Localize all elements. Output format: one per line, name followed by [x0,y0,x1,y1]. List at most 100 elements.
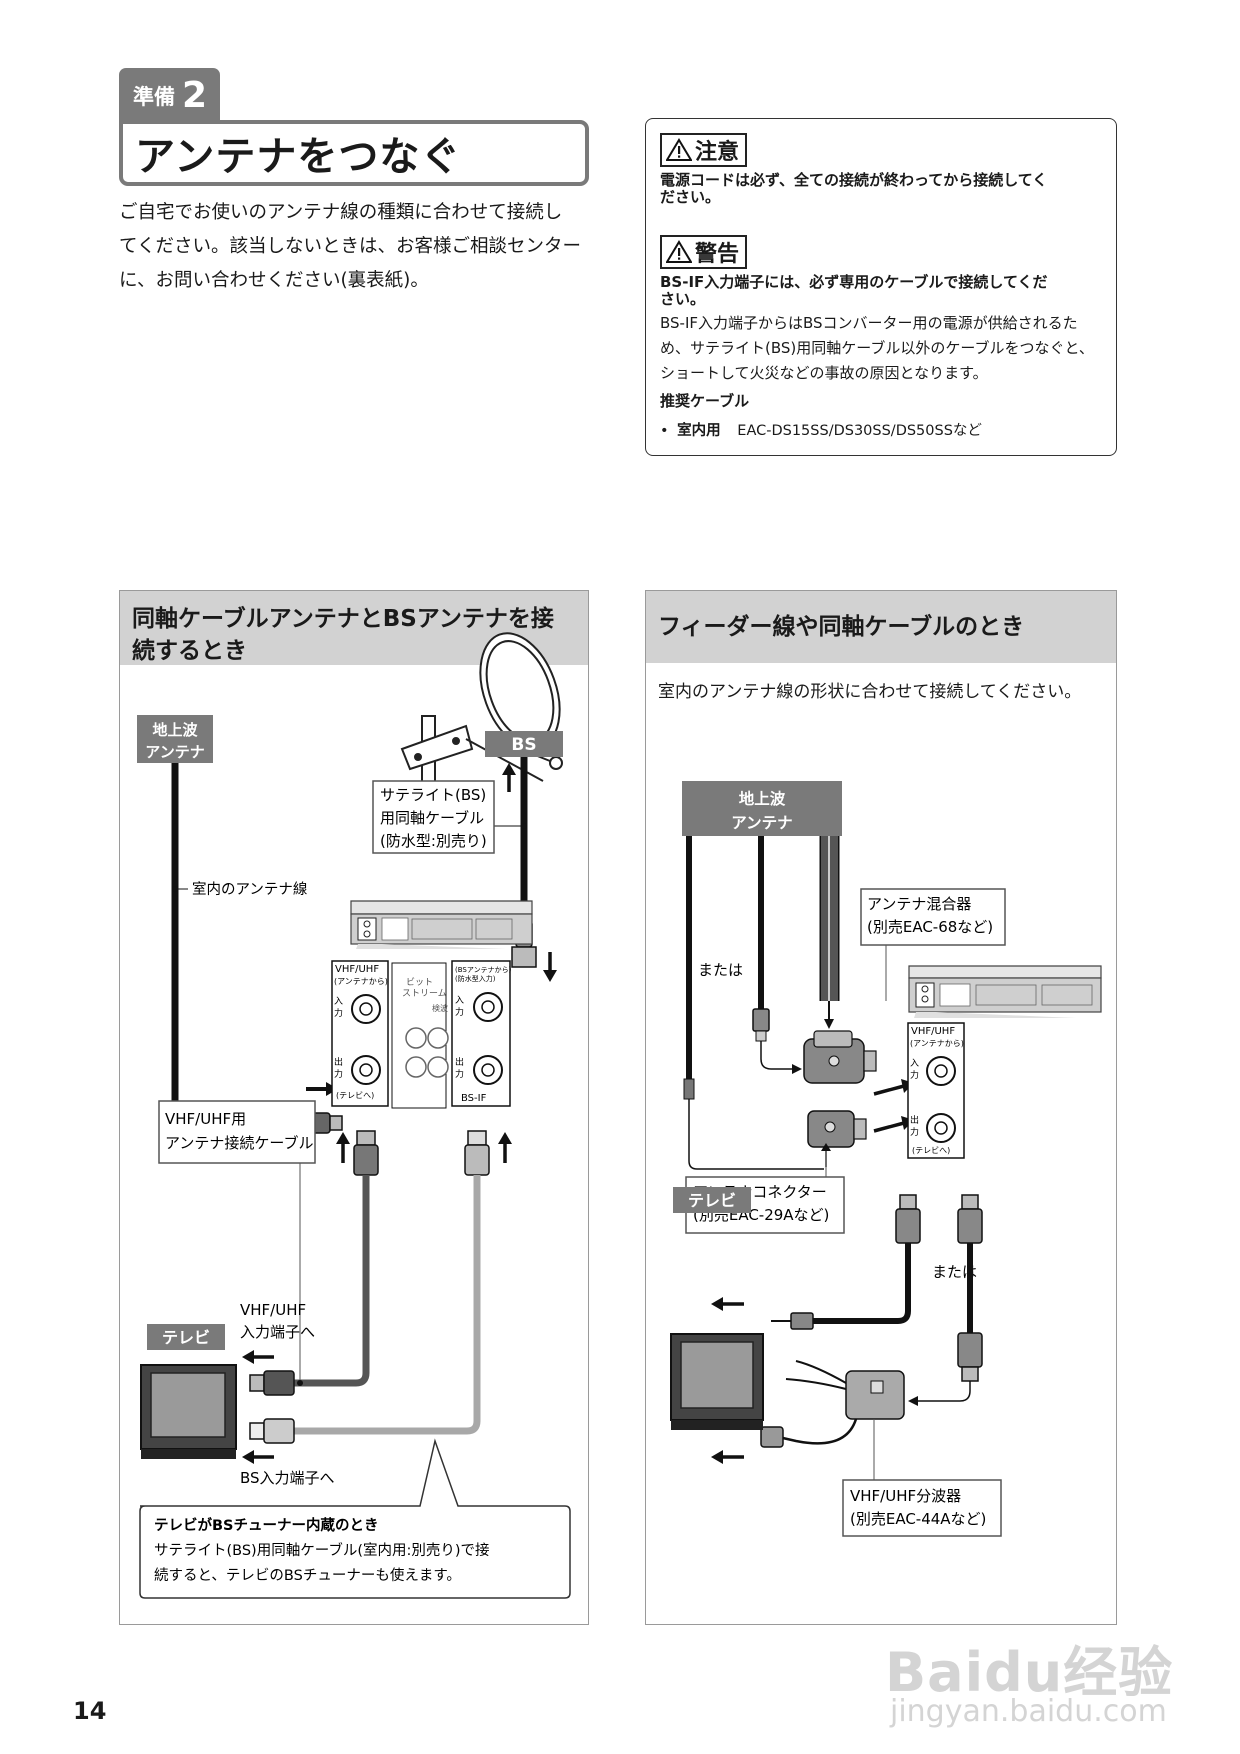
bs-from-label: (BSアンテナから) [455,966,512,974]
warning-label: 警告 [695,242,740,267]
tv-vhf-input-line: VHF/UHF [240,1301,306,1319]
intro-line: ご自宅でお使いのアンテナ線の種類に合わせて接続し [119,202,563,223]
tv-label-bg [147,1324,225,1350]
note-body-line: サテライト(BS)用同軸ケーブル(室内用:別売り)で接 [154,1541,490,1559]
caution-label: 注意 [695,140,740,165]
vhf-cable-line: VHF/UHF用 [165,1110,246,1128]
input-char: 力 [910,1069,919,1081]
to-tv-label: (テレビへ) [912,1146,950,1155]
cable-item: • 室内用 EAC-DS15SS/DS30SS/DS50SSなど [660,419,982,440]
or-label: または [932,1263,977,1281]
output-char: 出 [455,1056,464,1068]
vhf-cable-line: アンテナ接続ケーブル [165,1134,314,1152]
warning-bold-text: BS-IF入力端子には、必ず専用のケーブルで接続してくだ さい。 [660,274,1048,308]
page-number: 14 [73,1697,107,1725]
warning-triangle-icon [666,240,692,263]
step-tab: 準備 2 [119,68,220,120]
output-char: 力 [910,1126,919,1138]
mixer-line: アンテナ混合器 [867,895,971,913]
vhf-uhf-label: VHF/UHF [911,1026,955,1037]
f-plug-icon [752,1008,770,1042]
from-antenna-label: (アンテナから) [334,977,388,986]
mixer-line: (別売EAC-68など) [867,918,993,936]
tv-label: テレビ [688,1191,736,1210]
satellite-cable-line: 用同軸ケーブル [380,809,484,827]
f-plug-icon [353,1130,379,1176]
indoor-antenna-cable [171,763,300,1127]
f-plug-icon [957,1194,983,1244]
warning-body-line: ショートして火災などの事故の原因となります。 [660,364,988,382]
intro-line: に、お問い合わせください(裏表紙)。 [119,270,429,291]
bitstream-label: ビット [406,977,433,988]
vhf-uhf-label: VHF/UHF [335,964,379,975]
arrow-right-icon [873,1084,905,1096]
intro-text: ご自宅でお使いのアンテナ線の種類に合わせて接続し てください。該当しないときは、… [119,196,599,298]
tv-label-bg [673,1187,751,1213]
bitstream-label: ストリーム [402,988,447,999]
terrestrial-label-line: 地上波 [739,789,786,808]
f-plug-icon [957,1332,983,1382]
f-plug-icon [771,1312,814,1330]
direct-tv-cable [811,1243,911,1324]
warning-body-line: め、サテライト(BS)用同軸ケーブル以外のケーブルをつなぐと、 [660,339,1094,357]
vhf-uhf-terminal [907,1022,965,1159]
step-number: 2 [182,75,208,116]
terrestrial-label-bg [682,781,842,836]
note-title: テレビがBSチューナー内蔵のとき [154,1516,379,1534]
terrestrial-label-bg [137,715,213,763]
arrow-right-icon [873,1121,905,1133]
bullet: • [660,423,669,439]
input-char: 力 [334,1007,343,1019]
cable-models: EAC-DS15SS/DS30SS/DS50SSなど [737,423,982,439]
bs-if-label: BS-IF [461,1093,487,1104]
coax-bs-panel-heading: 同軸ケーブルアンテナとBSアンテナを接 続するとき [120,591,588,665]
input-char: 力 [455,1006,464,1018]
output-char: 出 [334,1056,343,1068]
f-plug-icon [249,1418,295,1444]
caution-text-line: 電源コードは必ず、全ての接続が終わってから接続してく [660,171,1048,189]
tuner-note-bubble [139,1438,571,1599]
warning-label-box: 警告 [660,235,748,269]
satellite-cable-line: (防水型:別売り) [380,832,487,850]
detect-label: 検波 [432,1003,448,1013]
f-plug-icon [895,1194,921,1244]
or-label: または [698,961,743,979]
heading-line: 続するとき [132,638,247,664]
splitter-line: (別売EAC-44Aなど) [850,1510,986,1528]
from-antenna-label: (アンテナから) [910,1039,964,1048]
splitter-callout [842,1479,1002,1537]
intro-line: てください。該当しないときは、お客様ご相談センター [119,236,581,257]
to-tv-label: (テレビへ) [336,1091,374,1100]
tv-bs-input-label: BS入力端子へ [240,1469,335,1487]
bs-label-bg [485,731,563,757]
page-title: アンテナをつなぐ [135,134,462,180]
note-body-line: 続すると、テレビのBSチューナーも使えます。 [154,1567,461,1584]
terrestrial-label-line: アンテナ [731,814,792,832]
output-char: 力 [455,1068,464,1080]
f-plug-icon [249,1370,295,1396]
splitter-line: VHF/UHF分波器 [850,1487,961,1505]
recorder-icon [350,900,533,949]
indoor-line-label: 室内のアンテナ線 [192,881,307,898]
input-char: 入 [910,1058,919,1069]
input-char: 入 [455,995,464,1006]
f-plug-icon [464,1130,490,1176]
cable-heading: 推奨ケーブル [660,392,750,410]
coax-bs-panel: 同軸ケーブルアンテナとBSアンテナを接 続するとき 地上波 アンテナ BS 室内… [119,590,589,1625]
antenna-connector-device [807,1110,867,1148]
feeder-intro: 室内のアンテナ線の形状に合わせて接続してください。 [658,682,1082,702]
coax-bs-diagram: 地上波 アンテナ BS 室内のアンテナ線 サテライト(BS) 用同軸ケーブル (… [137,632,571,1599]
output-char: 出 [910,1114,919,1126]
warning-body-line: BS-IF入力端子からはBSコンバーター用の電源が供給されるた [660,314,1078,332]
input-char: 入 [334,996,343,1007]
tv-vhf-input-line: 入力端子へ [240,1323,315,1341]
feeder-coax-panel: フィーダー線や同軸ケーブルのとき 室内のアンテナ線の形状に合わせて接続してくださ… [645,590,1117,1625]
warning-bold-line: さい。 [660,290,706,308]
warning-bold-line: BS-IF入力端子には、必ず専用のケーブルで接続してくだ [660,273,1048,291]
watermark: Baidu经验 [885,1641,1174,1704]
satellite-cable-line: サテライト(BS) [380,786,486,804]
feeder-coax-panel-heading: フィーダー線や同軸ケーブルのとき [646,591,1116,663]
step-word: 準備 [133,85,175,109]
recorder-icon [908,965,1102,1018]
warning-triangle-icon [666,138,692,161]
